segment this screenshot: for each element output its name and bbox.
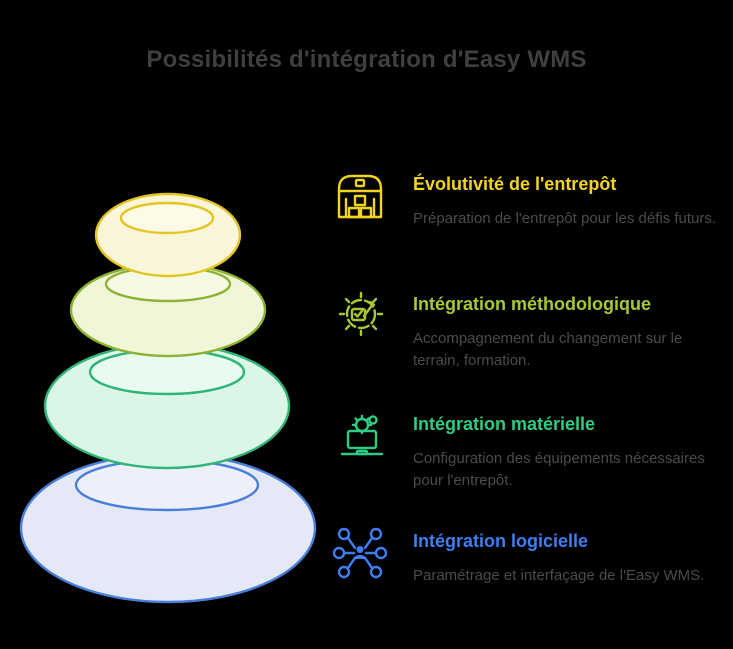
item-title-hardware: Intégration matérielle — [413, 414, 596, 434]
target-gear-icon — [336, 288, 386, 338]
item-description-hardware: Configuration des équipements nécessaire… — [413, 449, 705, 490]
stone-hardware — [43, 342, 291, 470]
stone-stack-illustration — [19, 192, 317, 604]
item-title-software: Intégration logicielle — [413, 531, 589, 551]
laptop-gear-icon — [336, 408, 388, 460]
item-title-scalability: Évolutivité de l'entrepôt — [413, 174, 617, 194]
item-description-software: Paramétrage et interfaçage de l'Easy WMS… — [413, 566, 705, 584]
page-title: Possibilités d'intégration d'Easy WMS — [146, 46, 587, 73]
item-title-methodology: Intégration méthodologique — [413, 294, 651, 314]
item-description-scalability: Préparation de l'entrepôt pour les défis… — [413, 209, 717, 227]
network-nodes-icon — [331, 523, 389, 581]
stone-methodology — [69, 262, 267, 358]
stone-software — [19, 452, 317, 604]
warehouse-icon — [332, 168, 388, 224]
item-description-methodology: Accompagnement du changement sur le terr… — [413, 329, 683, 370]
stone-scalability — [94, 192, 242, 278]
